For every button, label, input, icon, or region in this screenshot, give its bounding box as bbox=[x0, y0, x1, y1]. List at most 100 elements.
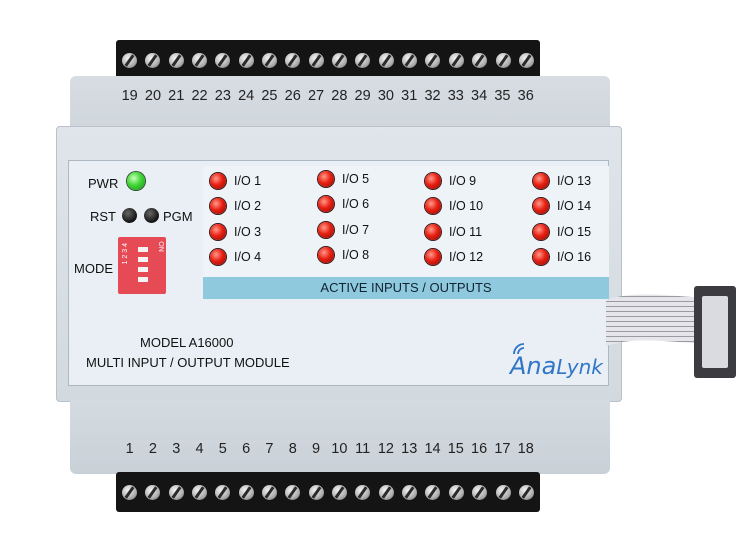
io-indicator-2: I/O 2 bbox=[210, 198, 261, 214]
dip-on-label: ON bbox=[156, 241, 164, 252]
terminal-number: 3 bbox=[172, 441, 181, 457]
io-label: I/O 11 bbox=[449, 225, 483, 239]
terminal-number: 8 bbox=[288, 441, 297, 457]
terminal-number: 29 bbox=[354, 88, 371, 104]
io-led-icon bbox=[318, 171, 334, 187]
io-label: I/O 15 bbox=[557, 225, 592, 239]
terminal-screw-icon bbox=[355, 52, 371, 68]
dip-switch-3[interactable] bbox=[138, 267, 148, 272]
terminal-screw-icon bbox=[448, 52, 464, 68]
terminal-screw-icon bbox=[215, 52, 231, 68]
io-led-icon bbox=[318, 196, 334, 212]
terminal-number: 27 bbox=[307, 88, 325, 104]
terminal-screw-icon bbox=[472, 484, 488, 500]
terminal-screw-icon bbox=[402, 484, 418, 500]
module-label: MULTI INPUT / OUTPUT MODULE bbox=[86, 355, 290, 370]
terminal-number: 15 bbox=[447, 441, 464, 457]
terminal-number: 12 bbox=[377, 441, 394, 457]
ribbon-cable bbox=[606, 294, 710, 346]
terminal-number: 23 bbox=[214, 88, 231, 104]
terminal-screw-icon bbox=[168, 484, 184, 500]
io-led-icon bbox=[533, 198, 549, 214]
terminal-screw-icon bbox=[472, 52, 488, 68]
io-led-icon bbox=[533, 224, 549, 240]
rst-label: RST bbox=[90, 209, 116, 224]
terminal-number: 11 bbox=[355, 441, 371, 457]
terminal-number: 9 bbox=[311, 441, 321, 457]
terminal-screw-icon bbox=[238, 484, 254, 500]
io-led-icon bbox=[318, 247, 334, 263]
io-indicator-9: I/O 9 bbox=[425, 173, 476, 189]
rst-button[interactable] bbox=[122, 208, 137, 223]
terminal-number: 6 bbox=[242, 441, 251, 457]
ribbon-connector bbox=[694, 286, 736, 378]
terminal-screw-icon bbox=[495, 484, 511, 500]
terminal-number: 7 bbox=[265, 441, 274, 457]
io-indicator-4: I/O 4 bbox=[210, 249, 261, 265]
io-led-icon bbox=[533, 173, 549, 189]
io-indicator-5: I/O 5 bbox=[318, 171, 369, 187]
terminal-number: 18 bbox=[517, 441, 534, 457]
terminal-screw-icon bbox=[355, 484, 371, 500]
io-label: I/O 3 bbox=[234, 225, 262, 239]
io-label: I/O 16 bbox=[557, 250, 592, 264]
dip-switch-2[interactable] bbox=[138, 257, 148, 262]
module-bottom-housing bbox=[70, 400, 610, 474]
io-led-icon bbox=[425, 173, 441, 189]
terminal-number: 35 bbox=[494, 88, 511, 104]
terminal-screw-icon bbox=[238, 52, 254, 68]
terminal-screw-icon bbox=[378, 484, 394, 500]
pgm-button[interactable] bbox=[144, 208, 159, 223]
dip-numbers: 1 2 3 4 bbox=[122, 243, 129, 265]
terminal-number: 13 bbox=[401, 441, 418, 457]
signal-icon bbox=[513, 343, 525, 355]
terminal-number: 5 bbox=[218, 441, 227, 457]
io-label: I/O 13 bbox=[557, 174, 592, 188]
io-label: I/O 10 bbox=[449, 199, 484, 213]
io-led-icon bbox=[425, 249, 441, 265]
io-indicator-10: I/O 10 bbox=[425, 198, 483, 214]
terminal-screw-icon bbox=[192, 52, 208, 68]
io-label: I/O 12 bbox=[449, 250, 484, 264]
terminal-screw-icon bbox=[495, 52, 511, 68]
terminal-number: 34 bbox=[471, 88, 488, 104]
terminal-screw-icon bbox=[145, 484, 161, 500]
io-label: I/O 1 bbox=[234, 174, 262, 188]
terminal-number: 36 bbox=[517, 88, 534, 104]
terminal-number: 22 bbox=[191, 88, 208, 104]
terminal-number: 19 bbox=[121, 88, 138, 104]
terminal-number: 21 bbox=[168, 88, 185, 104]
terminal-screw-icon bbox=[425, 52, 441, 68]
terminal-screw-icon bbox=[402, 52, 418, 68]
io-label: I/O 14 bbox=[557, 199, 592, 213]
terminal-number: 30 bbox=[377, 88, 394, 104]
terminal-number: 17 bbox=[494, 441, 511, 457]
dip-switch-1[interactable] bbox=[138, 247, 148, 252]
io-led-icon bbox=[425, 224, 441, 240]
terminal-number: 31 bbox=[401, 88, 418, 104]
terminal-screw-icon bbox=[332, 52, 348, 68]
io-led-icon bbox=[210, 249, 226, 265]
io-led-icon bbox=[210, 224, 226, 240]
terminal-number: 2 bbox=[148, 441, 157, 457]
io-indicator-3: I/O 3 bbox=[210, 224, 261, 240]
terminal-screw-icon bbox=[168, 52, 184, 68]
io-led-icon bbox=[425, 198, 441, 214]
terminal-screw-icon bbox=[518, 52, 534, 68]
io-label: I/O 6 bbox=[342, 197, 370, 211]
terminal-screw-icon bbox=[262, 52, 278, 68]
io-led-icon bbox=[210, 198, 226, 214]
mode-dip-switch[interactable]: 1 2 3 4 ON bbox=[118, 237, 166, 294]
terminal-number: 16 bbox=[471, 441, 488, 457]
top-terminal-block bbox=[116, 40, 540, 80]
terminal-screw-icon bbox=[215, 484, 231, 500]
dip-switch-4[interactable] bbox=[138, 277, 148, 282]
io-led-icon bbox=[533, 249, 549, 265]
io-indicator-13: I/O 13 bbox=[533, 173, 591, 189]
terminal-screw-icon bbox=[425, 484, 441, 500]
io-led-icon bbox=[210, 173, 226, 189]
terminal-number: 26 bbox=[284, 88, 301, 104]
io-indicator-14: I/O 14 bbox=[533, 198, 591, 214]
